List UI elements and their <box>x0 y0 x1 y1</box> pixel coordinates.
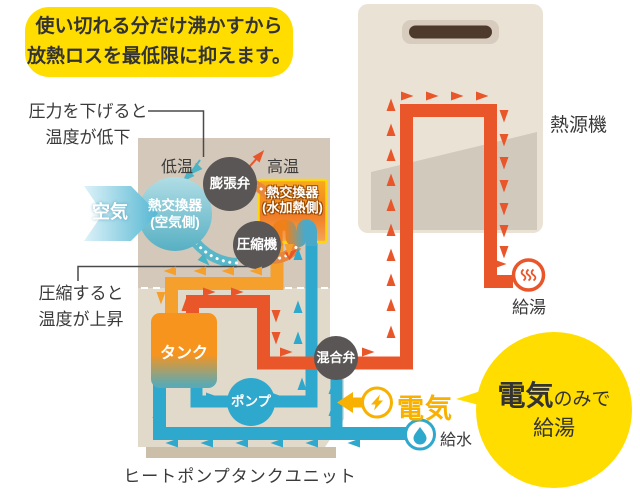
callout-box: 使い切れる分だけ沸かすから 放熱ロスを最低限に抑えます。 <box>25 7 293 77</box>
exchanger-coil <box>271 219 317 248</box>
hot-water-label: 給湯 <box>512 298 546 317</box>
bubble-line1-big: 電気 <box>497 380 554 412</box>
electric-only-bubble: 電気のみで 給湯 <box>476 332 632 488</box>
tank-to-valve-pipe <box>186 295 320 370</box>
callout-line2: 放熱ロスを最低限に抑えます。 <box>26 46 292 67</box>
air-heat-exchanger-circle <box>138 177 212 251</box>
pump-label: ポンプ <box>230 394 272 409</box>
pump-circle <box>227 378 275 426</box>
hot-supply-pipe <box>352 104 513 370</box>
unit-caption: ヒートポンプタンクユニット <box>123 467 357 486</box>
note-pressure: 圧力を下げると 温度が低下 <box>28 102 148 148</box>
water-supply-label: 給水 <box>440 432 473 449</box>
steam-icon <box>511 258 546 292</box>
electricity-label: 電気 <box>397 394 453 424</box>
expansion-valve-circle <box>203 157 257 211</box>
high-temp-label: 高温 <box>266 159 300 176</box>
heat-source-label: 熱源機 <box>550 115 608 136</box>
air-flow-arrow <box>84 186 158 241</box>
lightning-bolt-icon <box>361 386 393 419</box>
note-compress: 圧縮すると 温度が上昇 <box>38 284 124 330</box>
bubble-line1-small: のみで <box>553 389 611 411</box>
tank-shape <box>151 313 217 388</box>
water-drop-icon <box>404 418 436 451</box>
expansion-valve-label: 膨張弁 <box>209 176 251 191</box>
electricity-arrow <box>337 392 363 413</box>
unit-pipes <box>153 240 424 440</box>
bubble-line2: 給湯 <box>533 416 575 440</box>
water-heat-exchanger-label: 熱交換器 (水加熱側) <box>262 185 323 215</box>
compressor-label: 圧縮機 <box>236 237 278 252</box>
vent-slot <box>409 25 492 39</box>
compressor-circle <box>233 221 281 269</box>
heat-source-unit-body <box>358 4 543 233</box>
mixing-valve-circle <box>314 336 358 380</box>
air-heat-exchanger-label: 熱交換器 (空気側) <box>148 198 202 230</box>
air-label: 空気 <box>92 202 128 222</box>
cold-inlet-pipe <box>153 380 424 440</box>
mixing-valve-label: 混合弁 <box>316 350 356 365</box>
water-heat-exchanger <box>257 178 328 248</box>
low-temp-label: 低温 <box>160 159 194 176</box>
tank-label: タンク <box>159 345 209 362</box>
callout-line1: 使い切れる分だけ沸かすから <box>35 15 283 37</box>
